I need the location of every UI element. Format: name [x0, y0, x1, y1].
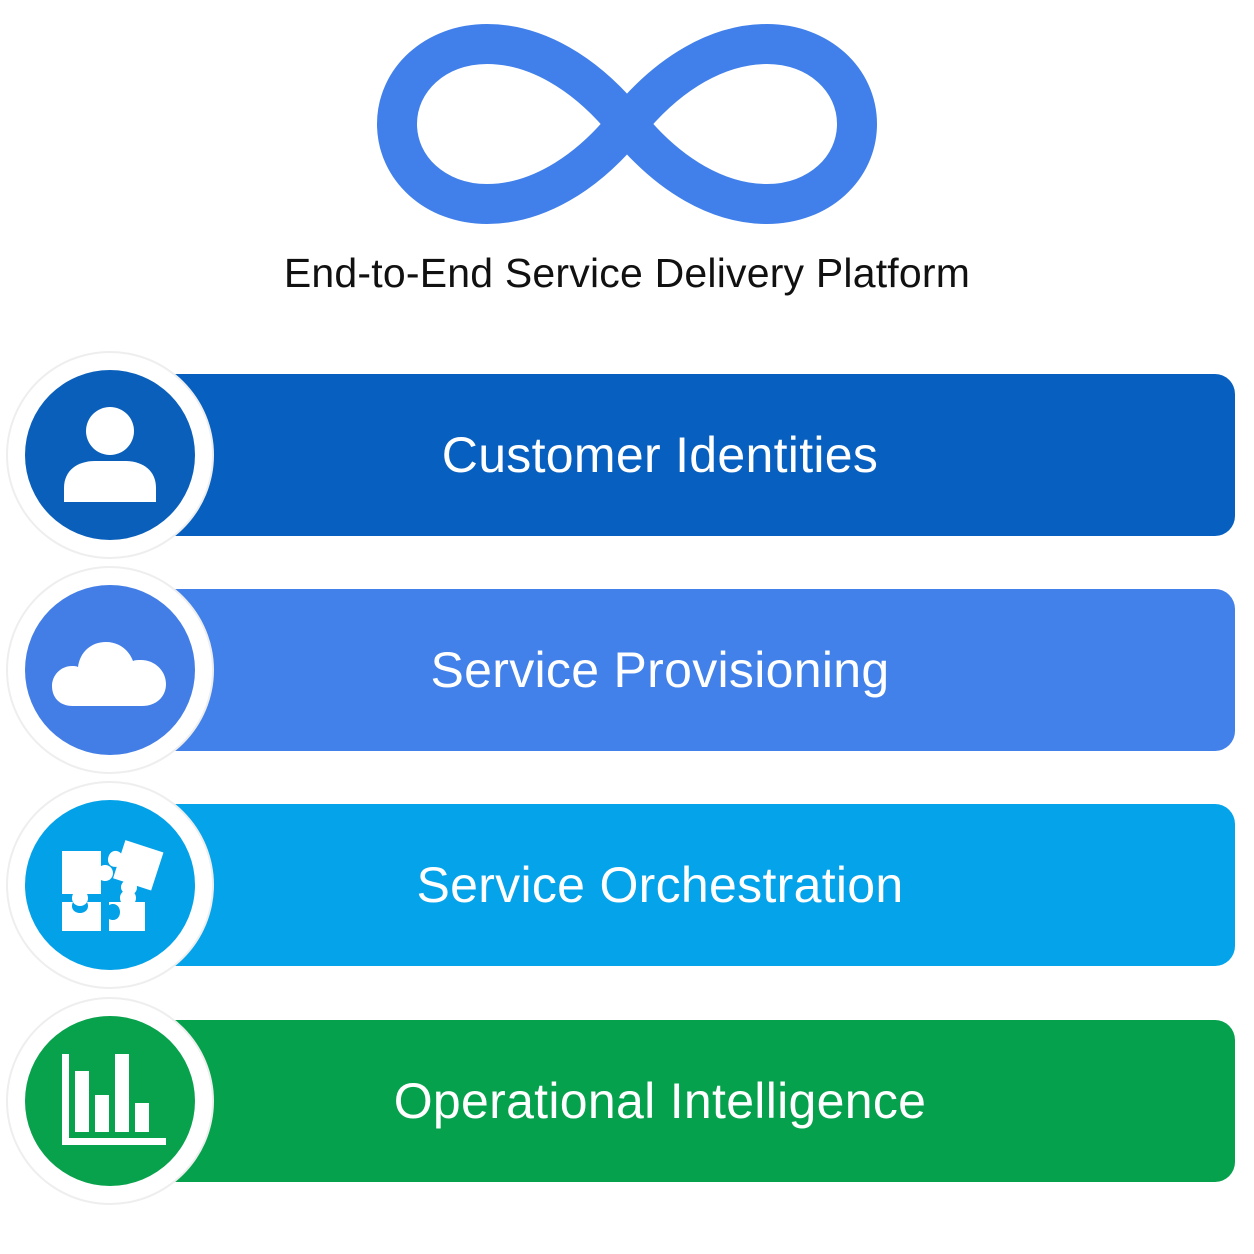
icon-circle — [25, 800, 195, 970]
icon-circle — [25, 1016, 195, 1186]
layer-label: Customer Identities — [441, 427, 879, 483]
layer-bar — [150, 804, 1235, 966]
puzzle-icon — [62, 840, 164, 931]
user-icon — [64, 407, 156, 502]
layer-row-customer-identities: Customer Identities — [0, 353, 1254, 568]
icon-badge — [8, 999, 212, 1203]
icon-badge — [8, 353, 212, 557]
layer-bar — [150, 374, 1235, 536]
layer-row-operational-intelligence: Operational Intelligence — [0, 999, 1254, 1214]
bar-chart-icon — [62, 1054, 166, 1145]
layer-row-service-provisioning: Service Provisioning — [0, 568, 1254, 783]
icon-badge — [8, 783, 212, 987]
layer-bar — [150, 1020, 1235, 1182]
icon-circle — [25, 370, 195, 540]
layer-label: Operational Intelligence — [393, 1073, 927, 1129]
layer-label: Service Orchestration — [416, 857, 904, 913]
layer-row-service-orchestration: Service Orchestration — [0, 783, 1254, 998]
icon-badge — [8, 568, 212, 772]
cloud-icon — [52, 642, 166, 706]
infinity-icon — [377, 24, 877, 224]
page-title: End-to-End Service Delivery Platform — [283, 250, 971, 296]
layer-bar — [150, 589, 1235, 751]
icon-circle — [25, 585, 195, 755]
layer-label: Service Provisioning — [430, 642, 890, 698]
